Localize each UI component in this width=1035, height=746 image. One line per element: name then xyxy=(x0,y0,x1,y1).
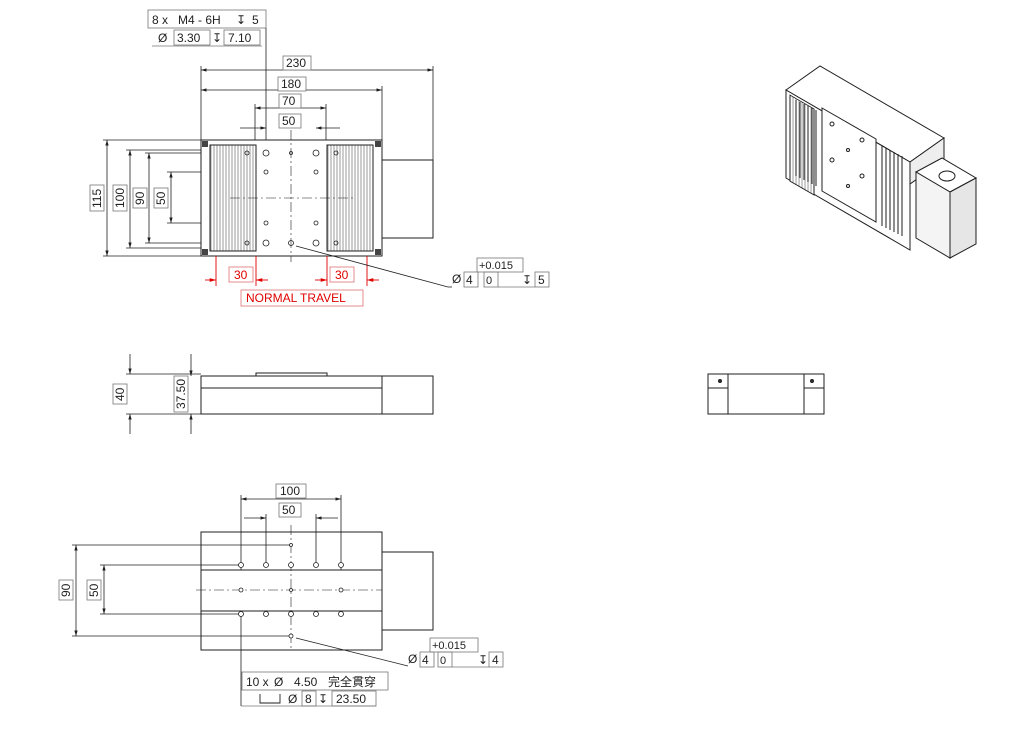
pin-dia-symbol-icon: Ø xyxy=(452,272,461,286)
dim-180: 180 xyxy=(281,77,301,91)
bottom-view: 100 50 90 50 Ø 4 +0.015 0 ↧ 4 xyxy=(58,483,504,707)
dim-90: 90 xyxy=(133,191,147,205)
hole-dia-symbol-icon: Ø xyxy=(274,675,283,689)
drill-dia: 3.30 xyxy=(177,31,201,45)
dim-50-bottom-vertical: 50 xyxy=(87,583,101,597)
bottom-holes xyxy=(238,543,344,639)
cbore-depth-symbol-icon: ↧ xyxy=(318,692,328,706)
pin-callout-top: Ø 4 +0.015 0 ↧ 5 xyxy=(295,245,550,288)
pin-callout-bottom: Ø 4 +0.015 0 ↧ 4 xyxy=(295,637,504,668)
thread-qty: 8 x xyxy=(152,13,168,27)
dim-115: 115 xyxy=(90,189,104,208)
pin-depth: 5 xyxy=(538,273,545,287)
top-view: 8 x M4 - 6H ↧ 5 Ø 3.30 ↧ 7.10 xyxy=(89,9,550,307)
isometric-view xyxy=(785,65,978,259)
dim-50: 50 xyxy=(282,114,296,128)
hole-note: 完全貫穿 xyxy=(328,674,376,689)
dim-90-bottom: 90 xyxy=(59,583,73,597)
drill-depth: 7.10 xyxy=(228,31,252,45)
pin-depth-symbol-icon: ↧ xyxy=(522,273,532,287)
thread-spec: M4 - 6H xyxy=(178,13,221,27)
pin-bottom-depth: 4 xyxy=(492,653,499,667)
pin-bottom-dia: 4 xyxy=(422,653,429,667)
dim-37-5: 37.50 xyxy=(174,379,188,409)
hole-callout: 10 x Ø 4.50 完全貫穿 Ø 8 ↧ 23.50 xyxy=(240,616,389,707)
pin-tol-lower: 0 xyxy=(486,275,492,287)
pin-dia: 4 xyxy=(466,273,473,287)
dim-50-bottom: 50 xyxy=(282,503,296,517)
stage-top-body xyxy=(200,130,434,262)
thread-callout: 8 x M4 - 6H ↧ 5 Ø 3.30 ↧ 7.10 xyxy=(147,9,267,140)
dim-50-vertical: 50 xyxy=(154,191,168,205)
travel-right: 30 xyxy=(335,268,349,282)
dim-100-bottom: 100 xyxy=(280,484,300,498)
cbore-dia-symbol-icon: Ø xyxy=(288,692,297,706)
dim-230: 230 xyxy=(286,56,306,70)
pin-bottom-tol-lower: 0 xyxy=(440,655,446,667)
counterbore-icon xyxy=(259,694,281,704)
dim-70: 70 xyxy=(282,94,296,108)
thread-depth-symbol-icon: ↧ xyxy=(236,13,246,27)
hole-dia: 4.50 xyxy=(294,675,318,689)
thread-depth: 5 xyxy=(252,13,259,27)
normal-travel-label: NORMAL TRAVEL xyxy=(246,291,346,305)
pin-tol-upper: +0.015 xyxy=(479,260,513,272)
front-view: 40 37.50 xyxy=(112,354,434,434)
pin-bottom-tol-upper: +0.015 xyxy=(432,640,466,652)
cbore-dia: 8 xyxy=(305,692,312,706)
pin-bottom-dia-symbol-icon: Ø xyxy=(408,652,417,666)
drill-dia-symbol-icon: Ø xyxy=(158,31,167,45)
dim-100: 100 xyxy=(113,188,127,208)
cbore-depth: 23.50 xyxy=(336,692,366,706)
pin-bottom-depth-symbol-icon: ↧ xyxy=(478,653,488,667)
top-holes xyxy=(244,149,339,247)
dim-40: 40 xyxy=(113,387,127,401)
hole-qty: 10 x xyxy=(246,675,269,689)
drill-depth-symbol-icon: ↧ xyxy=(212,31,222,45)
side-view xyxy=(707,373,825,415)
travel-left: 30 xyxy=(234,268,248,282)
